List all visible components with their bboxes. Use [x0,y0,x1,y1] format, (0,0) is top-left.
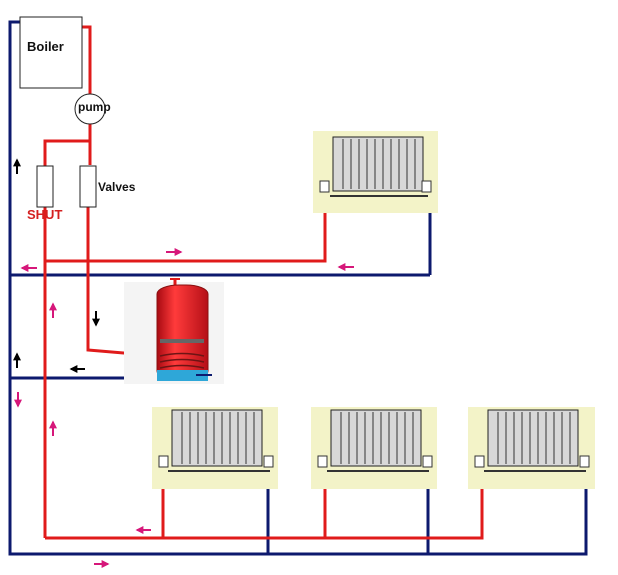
boiler-label: Boiler [27,39,64,54]
radiator-upper [313,131,438,213]
boiler [19,16,83,89]
radiator-lower-right [468,407,595,489]
pump [74,93,106,125]
valve-shut [36,165,54,208]
return-direction-arrows [13,158,100,373]
valves-label: Valves [98,180,136,194]
pump-label: pump [78,100,111,114]
radiator-lower-middle [311,407,437,489]
hot-water-cylinder [124,278,224,384]
valve-open [79,165,97,208]
radiator-lower-left [152,407,278,489]
flow-direction-arrows [14,248,354,568]
shut-label: SHUT [27,207,63,222]
